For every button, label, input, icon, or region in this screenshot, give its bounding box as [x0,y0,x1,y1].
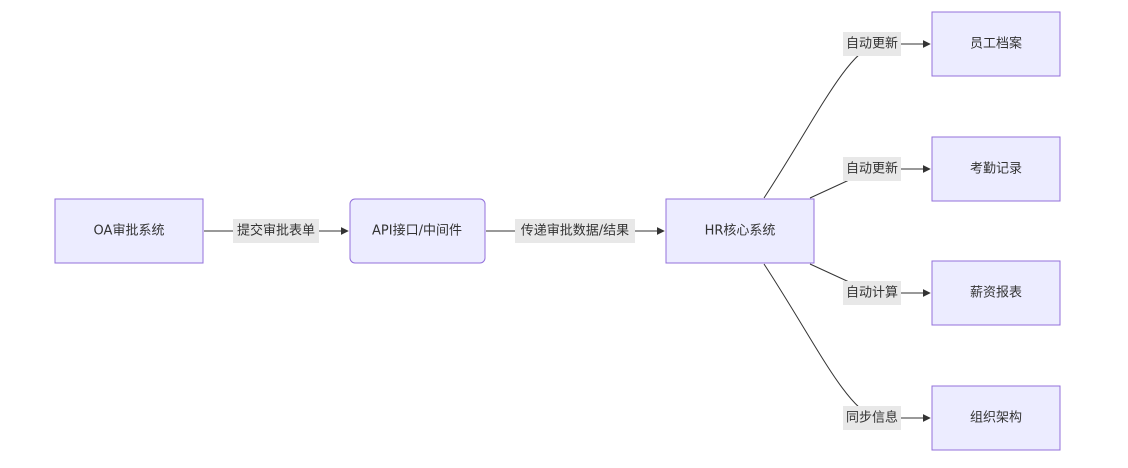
edge-label-hr-attendance-text: 自动更新 [846,161,898,177]
edge-label-hr-salary-text: 自动计算 [846,286,898,301]
edge-label-api-hr: 传递审批数据/结果 [515,219,635,243]
edge-label-oa-api-text: 提交审批表单 [237,223,315,239]
node-employee-records-label: 员工档案 [970,37,1022,52]
edge-label-hr-org: 同步信息 [843,406,901,430]
edge-label-hr-attendance: 自动更新 [843,157,901,181]
node-api-middleware-label: API接口/中间件 [372,223,462,239]
node-org-structure[interactable]: 组织架构 [931,385,1061,451]
node-hr-core[interactable]: HR核心系统 [665,198,815,264]
node-attendance-records-label: 考勤记录 [970,162,1022,177]
node-attendance-records[interactable]: 考勤记录 [931,136,1061,202]
edge-label-api-hr-text: 传递审批数据/结果 [521,224,629,239]
node-api-middleware[interactable]: API接口/中间件 [349,198,486,264]
node-oa-system[interactable]: OA审批系统 [54,198,204,264]
nodes: OA审批系统 API接口/中间件 HR核心系统 员工档案 考勤记录 薪资报表 组… [54,11,1061,451]
edge-labels: 提交审批表单 传递审批数据/结果 自动更新 自动更新 自动计算 同步信息 [233,32,901,430]
node-hr-core-label: HR核心系统 [705,224,776,239]
edge-label-hr-salary: 自动计算 [843,281,901,305]
node-salary-report-label: 薪资报表 [970,286,1022,301]
node-org-structure-label: 组织架构 [970,411,1022,426]
edge-label-hr-employee: 自动更新 [843,32,901,56]
node-employee-records[interactable]: 员工档案 [931,11,1061,77]
edge-label-hr-employee-text: 自动更新 [846,36,898,52]
edge-label-hr-org-text: 同步信息 [846,410,898,426]
node-salary-report[interactable]: 薪资报表 [931,260,1061,326]
node-oa-system-label: OA审批系统 [94,224,165,239]
edge-label-oa-api: 提交审批表单 [233,219,319,243]
